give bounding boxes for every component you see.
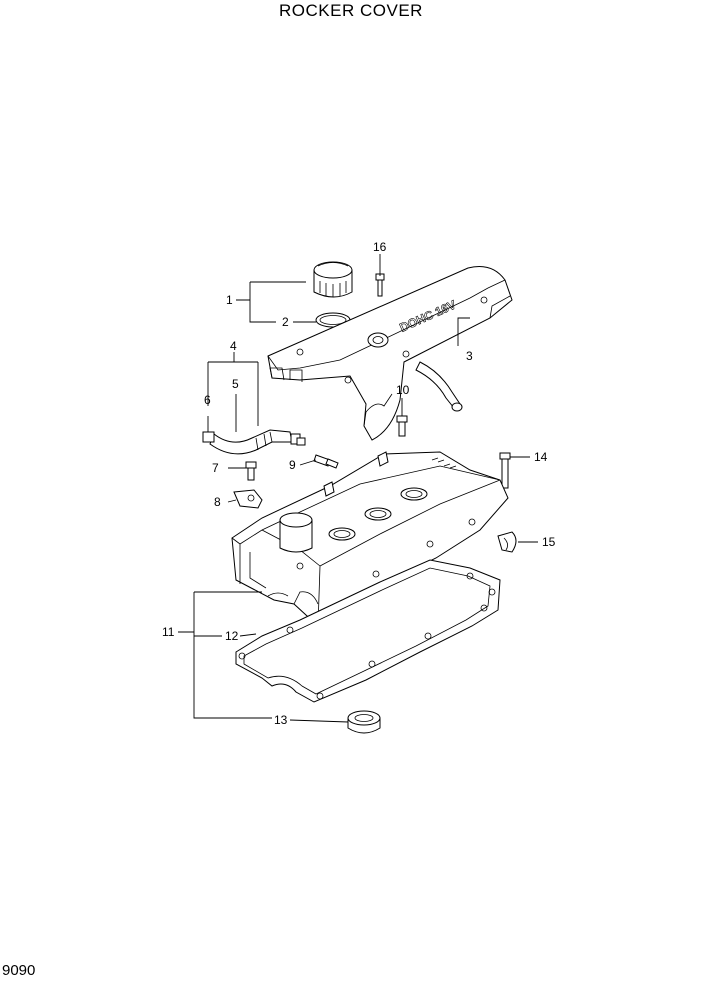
page-number: 9090 (2, 962, 36, 979)
callout-14: 14 (534, 450, 548, 464)
callout-labels: 1 2 3 4 5 6 7 8 9 10 11 12 13 14 15 16 (162, 240, 556, 727)
pcv-valve (313, 454, 339, 469)
callout-16: 16 (373, 240, 387, 254)
callout-10: 10 (396, 383, 410, 397)
callout-5: 5 (232, 377, 239, 391)
plug-tube-seal (347, 710, 381, 734)
ornament-cover: DOHC 16V (267, 266, 513, 441)
pcv-hose-assembly (202, 429, 306, 455)
bracket-bolt-7 (245, 461, 257, 481)
callout-8: 8 (214, 495, 221, 509)
oil-filler-cap (313, 261, 353, 298)
callout-6: 6 (204, 393, 211, 407)
callout-11: 11 (162, 625, 175, 639)
rocker-cover-gasket (235, 559, 501, 703)
rocker-cover-body (231, 451, 509, 627)
callout-15: 15 (542, 535, 556, 549)
cover-bolt-16 (375, 273, 385, 297)
leader-lines (178, 254, 538, 723)
callout-1: 1 (226, 293, 233, 307)
hose-bracket (233, 489, 263, 509)
callout-4: 4 (230, 339, 237, 353)
callout-7: 7 (212, 461, 219, 475)
stud-bolt-14 (499, 452, 511, 489)
callout-9: 9 (289, 458, 296, 472)
half-moon-plug (497, 531, 517, 553)
callout-3: 3 (466, 349, 473, 363)
callout-2: 2 (282, 315, 289, 329)
cover-bolt-10 (396, 415, 408, 437)
callout-13: 13 (274, 713, 288, 727)
page-title: ROCKER COVER (279, 1, 423, 20)
breather-hose (415, 361, 463, 412)
callout-12: 12 (225, 629, 239, 643)
